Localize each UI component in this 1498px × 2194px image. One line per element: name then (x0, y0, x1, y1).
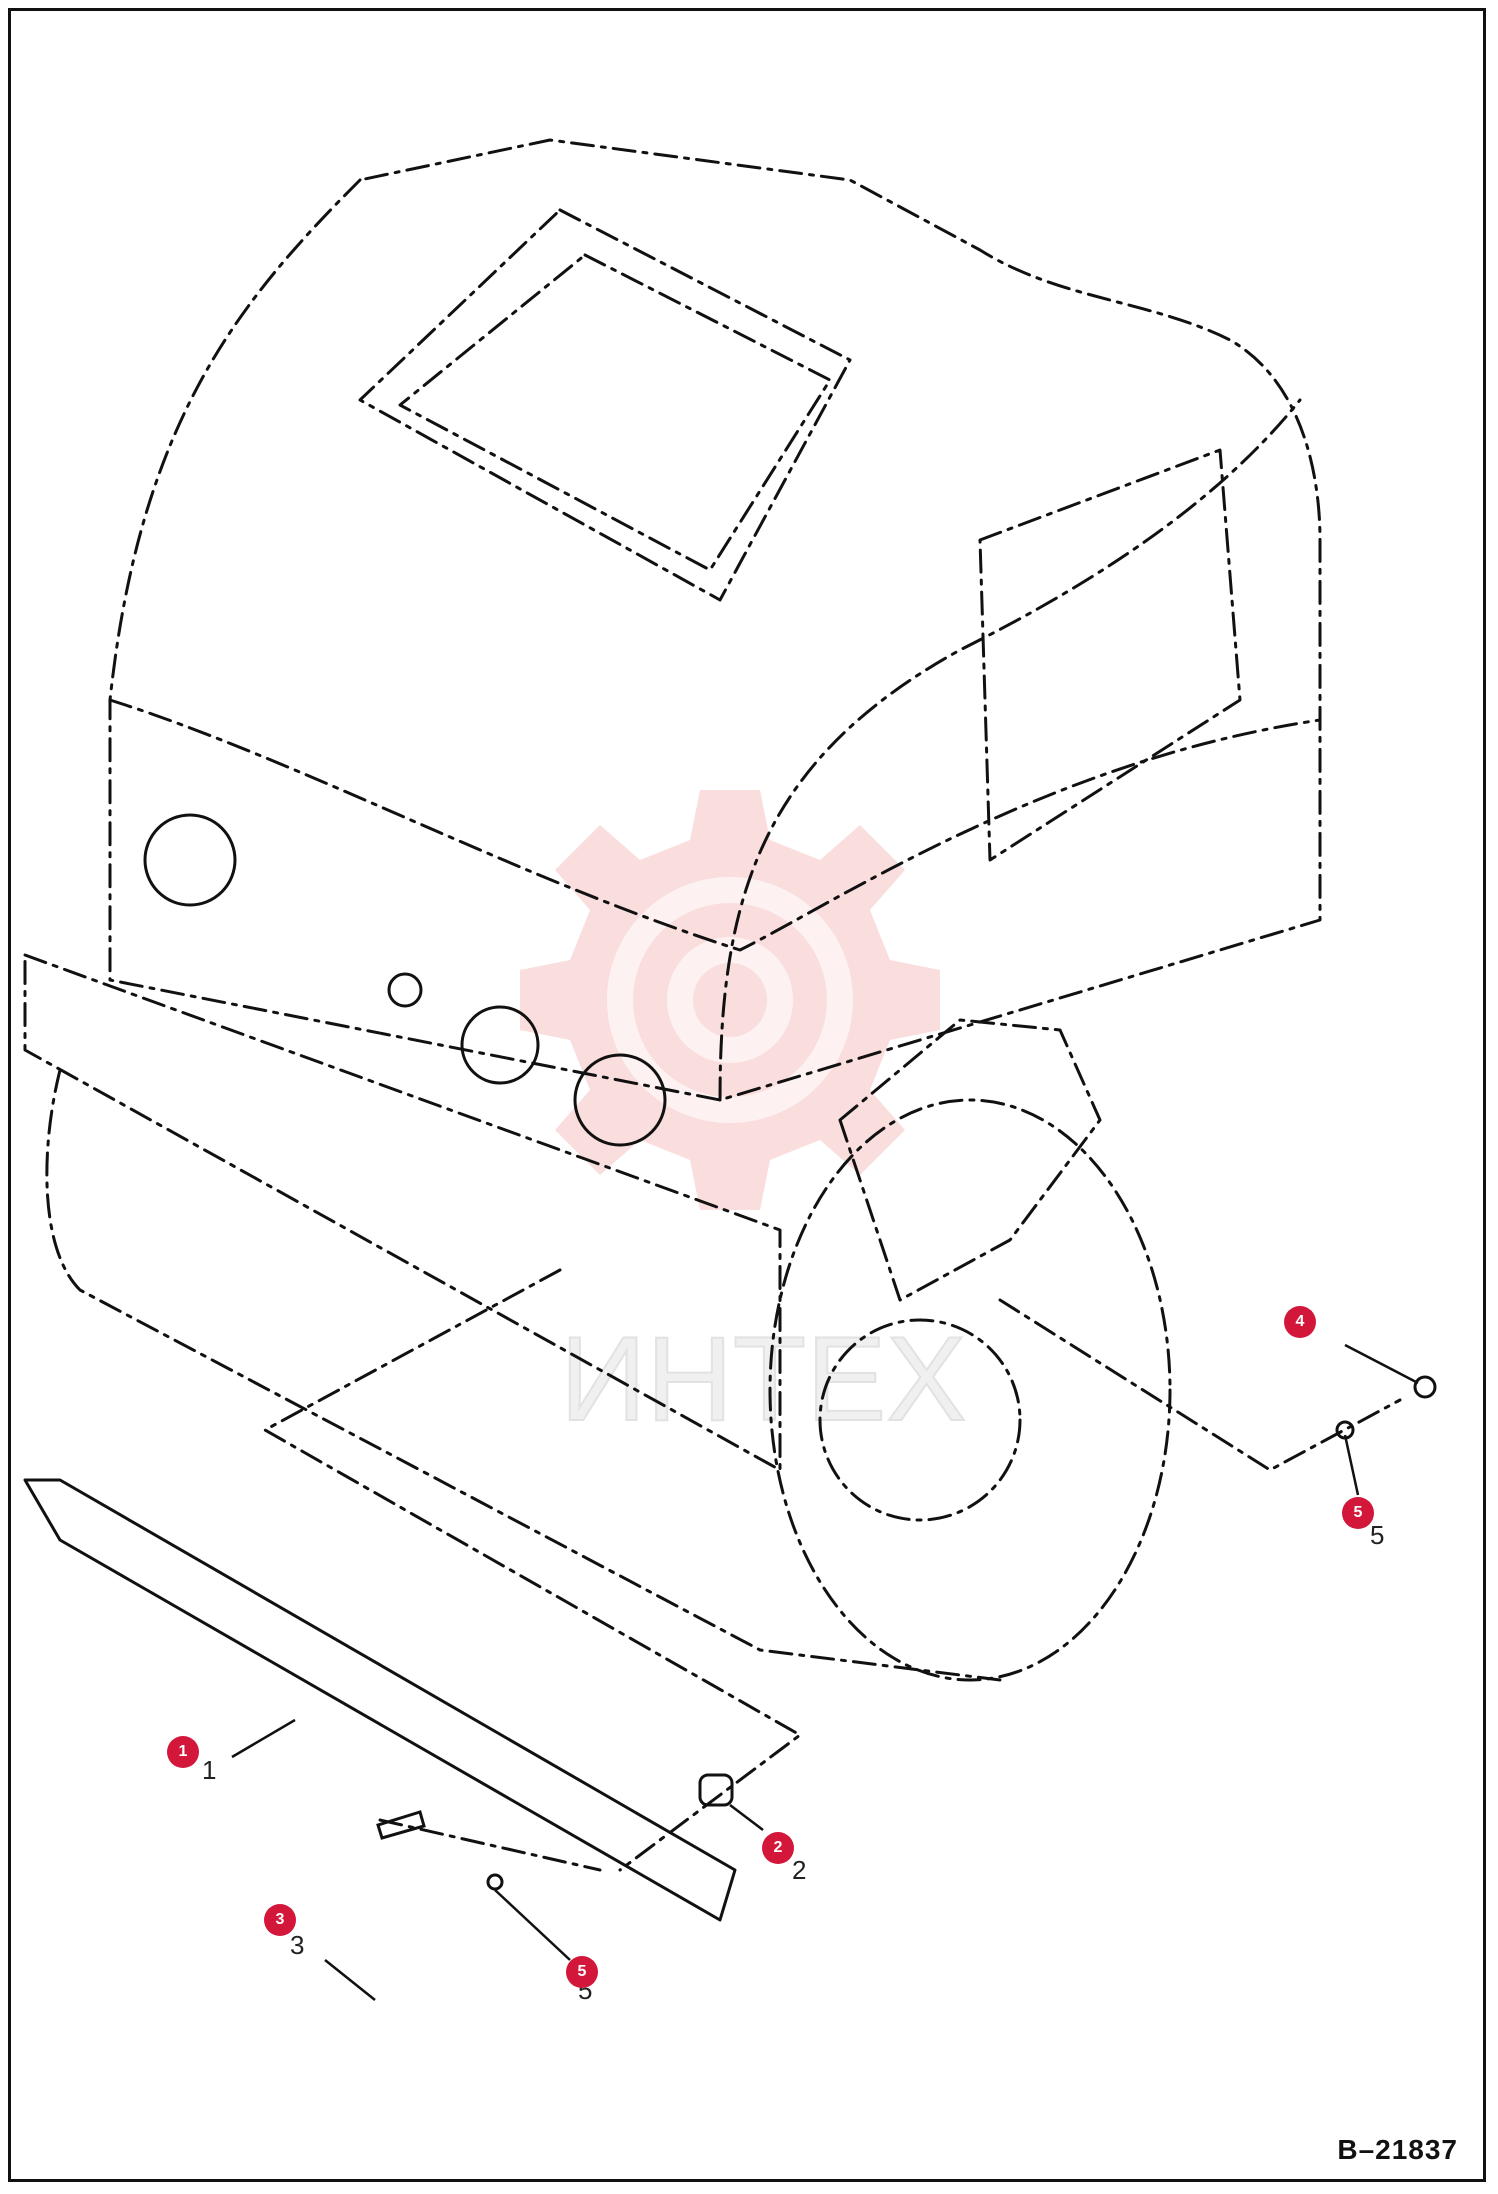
lock-washer-lower (486, 1873, 504, 1891)
front-plate (23, 953, 782, 1472)
callout-leader-3 (324, 1959, 376, 2001)
drawn-number-2: 2 (792, 1855, 807, 1885)
callout-part-5-right[interactable]: 5 (1342, 1497, 1374, 1529)
callout-part-2[interactable]: 2 (762, 1832, 794, 1864)
explode-leader-front (263, 1268, 802, 1872)
callout-leader-2 (729, 1804, 764, 1831)
watermark-gear-logo (520, 790, 940, 1210)
vent-round-small (387, 972, 423, 1008)
top-vent-inner (398, 253, 832, 572)
callout-leader-4 (1344, 1343, 1419, 1385)
watermark-gear-inner (607, 877, 853, 1123)
callout-part-4[interactable]: 4 (1284, 1306, 1316, 1338)
side-grill-outline (978, 448, 1242, 862)
hood-front-fold (108, 698, 1322, 952)
hood-side-curve (718, 398, 1302, 1102)
top-vent-panel (358, 208, 852, 602)
spacer (698, 1773, 734, 1807)
callout-leader-5-right (1343, 1434, 1360, 1496)
drum-side (768, 1098, 1172, 1682)
explode-leader-bolt (378, 1818, 602, 1872)
drawn-number-1: 1 (202, 1755, 217, 1785)
callout-part-5-lower[interactable]: 5 (566, 1956, 598, 1988)
callout-part-1[interactable]: 1 (167, 1736, 199, 1768)
vent-round-large (460, 1005, 540, 1085)
drawn-number-5-right: 5 (1370, 1520, 1385, 1550)
porthole-right (573, 1053, 667, 1147)
callout-leader-1 (231, 1718, 296, 1759)
bolt (376, 1810, 426, 1840)
porthole-left (143, 813, 237, 907)
hood-outline (108, 138, 1322, 1102)
drum-body (45, 1068, 1002, 1682)
scraper-bar (23, 1478, 737, 1922)
callout-leader-5-lower (494, 1889, 571, 1961)
diagram-frame (8, 8, 1486, 2182)
explode-leader-right (998, 1298, 1402, 1472)
hydraulic-motor (818, 1318, 1022, 1522)
callout-part-3[interactable]: 3 (264, 1904, 296, 1936)
mount-bracket (838, 1018, 1102, 1302)
figure-id-label: B–21837 (1337, 2134, 1458, 2165)
drawn-number-3: 3 (290, 1930, 305, 1960)
watermark-text: ИНТЕХ (560, 1312, 966, 1446)
nut (1413, 1375, 1437, 1399)
